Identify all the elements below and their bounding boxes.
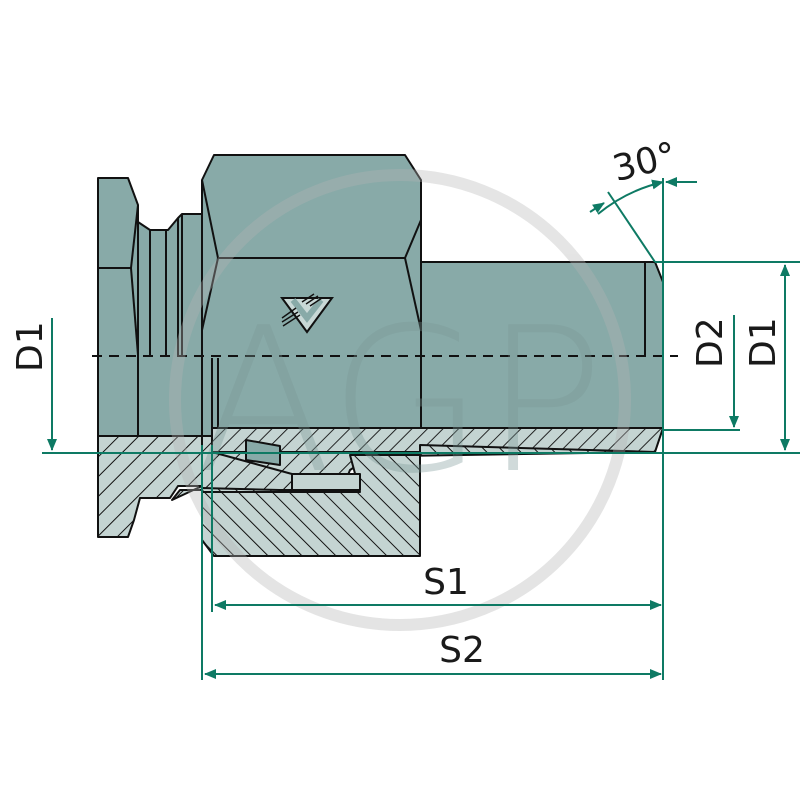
d2-right-label: D2 bbox=[690, 317, 731, 368]
svg-text:AGP: AGP bbox=[196, 285, 605, 518]
agp-watermark: AGP bbox=[169, 169, 631, 631]
s2-label: S2 bbox=[439, 630, 485, 671]
s1-label: S1 bbox=[423, 562, 469, 603]
brand-v-logo-icon bbox=[280, 293, 334, 334]
fitting-detail-lines bbox=[98, 179, 646, 440]
fitting-upper-body bbox=[97, 154, 664, 441]
dimension-lines bbox=[42, 177, 800, 680]
d1-left-label: D1 bbox=[10, 321, 51, 372]
d1-right-label: D1 bbox=[743, 317, 784, 368]
